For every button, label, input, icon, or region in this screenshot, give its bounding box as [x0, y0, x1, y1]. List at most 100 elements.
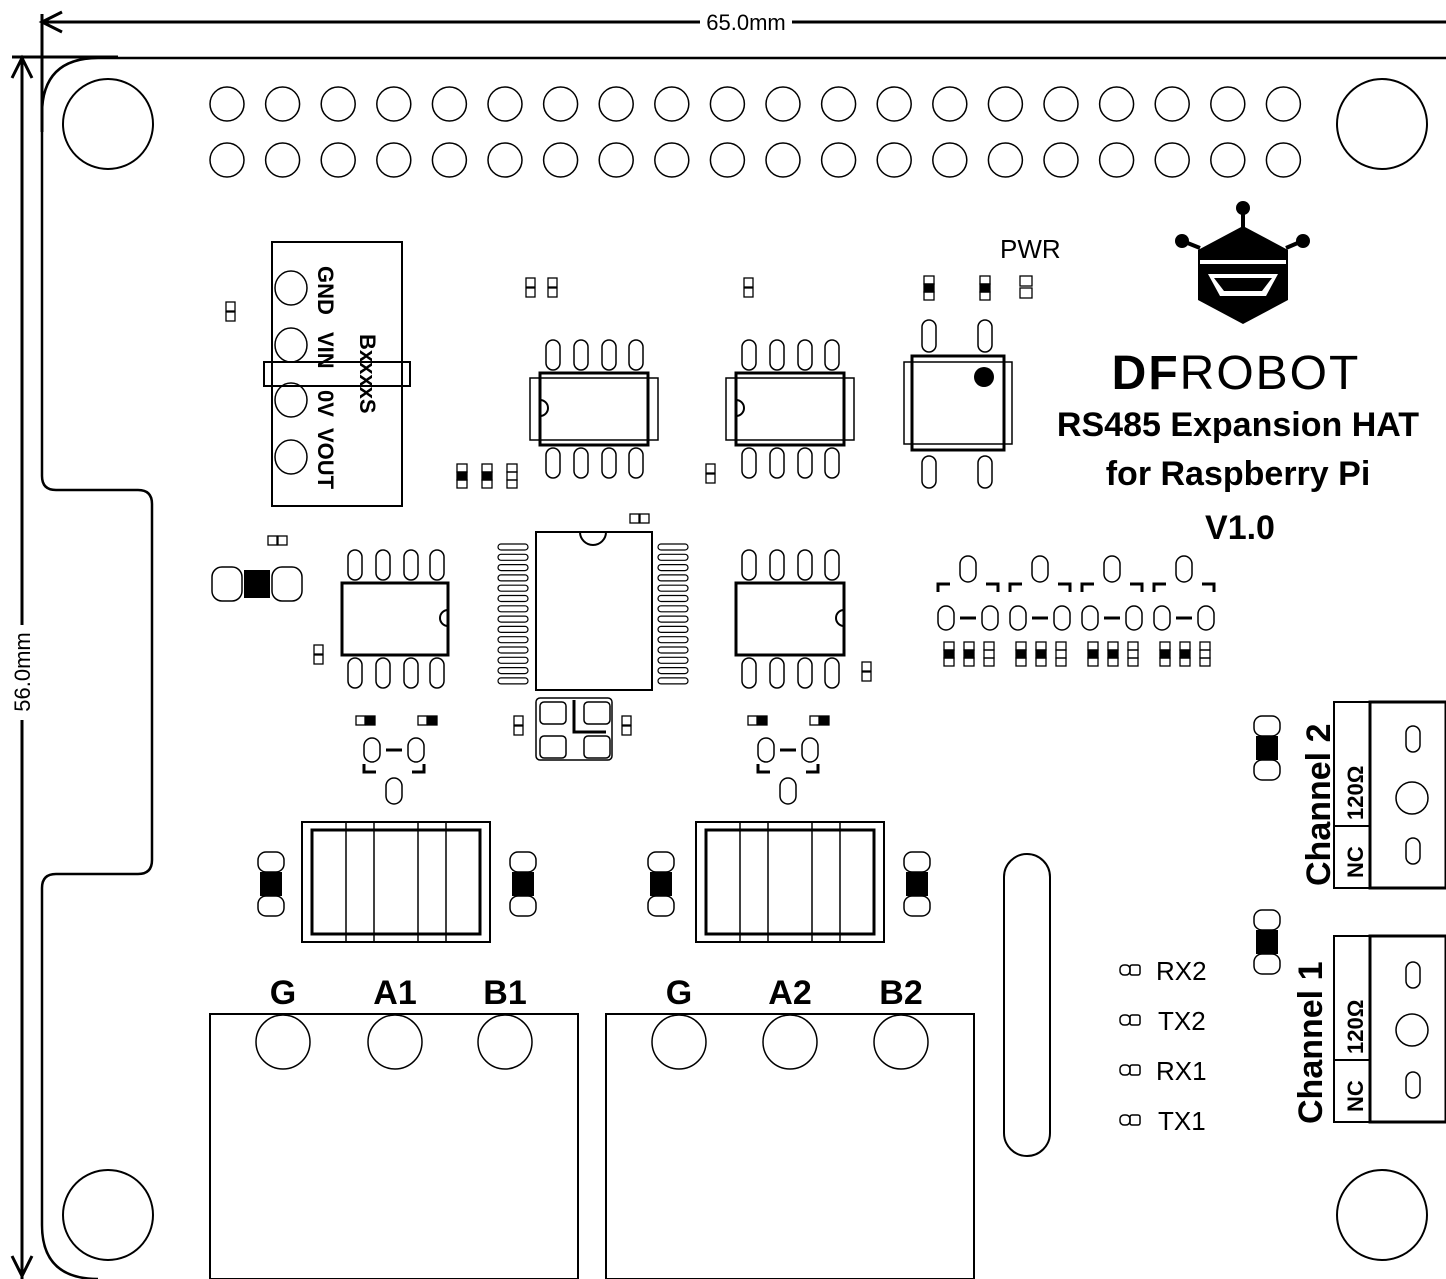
smd-body	[456, 471, 468, 481]
sot-pad	[937, 605, 955, 631]
mounting-holes	[62, 78, 1428, 1261]
tssop-pin	[497, 543, 529, 551]
terminal-2-label-g: G	[666, 974, 692, 1012]
sot-bracket	[1202, 582, 1216, 592]
sot-pad	[757, 737, 775, 763]
gpio-pin	[376, 142, 412, 178]
capacitor-pad	[903, 851, 931, 873]
sot-pad	[1081, 605, 1099, 631]
sot-pad	[385, 777, 403, 805]
sot-pad	[1197, 605, 1215, 631]
capacitor-body	[260, 872, 282, 896]
smd-body	[1035, 649, 1047, 659]
capacitor-pad	[1253, 759, 1281, 781]
product-title-line2: for Raspberry Pi	[1106, 455, 1371, 493]
gpio-pin	[376, 86, 412, 122]
gpio-pin	[765, 142, 801, 178]
gpio-pin	[431, 142, 468, 178]
gpio-pin	[932, 86, 968, 122]
gpio-pin	[598, 86, 634, 122]
sot-bracket	[986, 582, 1000, 592]
ic-soic-4	[734, 549, 846, 689]
smd-body	[506, 471, 518, 481]
smd-pad	[225, 301, 236, 312]
brand-logo-text: DFROBOT	[1112, 347, 1361, 400]
capacitor-body	[650, 872, 672, 896]
smd-pad	[861, 661, 872, 672]
smd-pad	[225, 311, 236, 322]
gpio-pin	[487, 142, 523, 178]
smd-body	[481, 471, 493, 481]
smd-pad	[313, 644, 324, 655]
brand-logo-light: ROBOT	[1180, 347, 1361, 400]
gpio-pin	[932, 142, 968, 178]
smd-pad	[979, 291, 991, 301]
gpio-pin	[820, 142, 857, 178]
sot-bracket	[1130, 582, 1144, 592]
power-pin-gnd: GND	[313, 266, 338, 315]
smd-body	[963, 649, 975, 659]
smd-body	[1087, 649, 1099, 659]
tssop-pin	[497, 625, 529, 634]
gpio-pin	[542, 86, 579, 122]
smd-pad	[629, 513, 640, 524]
height-dimension-label: 56.0mm	[10, 632, 35, 711]
smd-body	[1107, 649, 1119, 659]
smd-pad	[1107, 657, 1119, 667]
capacitor-body	[512, 872, 534, 896]
terminal-1-label-b1: B1	[483, 974, 526, 1012]
smd-body	[979, 283, 991, 293]
tssop-pin	[657, 646, 689, 654]
width-dimension: 65.0mm	[38, 10, 1446, 132]
sot-pad	[1153, 605, 1171, 631]
brand-logo-bold: DF	[1112, 347, 1180, 400]
led-label-tx1: TX1	[1158, 1106, 1206, 1136]
smd-body	[1199, 649, 1211, 659]
sot-pad	[981, 605, 999, 631]
smd-pad	[983, 657, 995, 667]
sot-pad	[779, 777, 797, 805]
sot-pad	[959, 555, 977, 583]
capacitor-pad	[647, 851, 675, 873]
tssop-pin	[497, 646, 529, 654]
terminal-2-label-a2: A2	[768, 974, 811, 1012]
gpio-pin	[431, 86, 468, 122]
ic-soic-3	[340, 549, 450, 689]
smd-pad	[1035, 641, 1047, 651]
smd-pad	[1055, 657, 1067, 667]
channel-2-120ohm: 120Ω	[1343, 766, 1368, 820]
common-mode-choke-2	[695, 821, 885, 943]
smd-pad	[861, 671, 872, 682]
capacitor-pad	[1253, 953, 1281, 975]
smd-pad	[1087, 657, 1099, 667]
channel-1-120ohm: 120Ω	[1343, 1000, 1368, 1054]
power-pin-0v: 0V	[313, 390, 338, 417]
crystal	[535, 697, 613, 761]
capacitor-body	[244, 570, 270, 598]
led-label-rx1: RX1	[1156, 1056, 1207, 1086]
sot-pad	[407, 737, 425, 763]
smd-body	[923, 283, 935, 293]
smd-pad	[1015, 641, 1027, 651]
board-slot	[1003, 853, 1051, 1157]
smd-pad	[481, 479, 493, 489]
smd-pad	[923, 291, 935, 301]
capacitor-body	[906, 872, 928, 896]
sot-bracket	[936, 582, 950, 592]
tssop-pin	[657, 563, 689, 572]
smd-pad	[525, 277, 536, 288]
gpio-pin	[876, 86, 912, 122]
capacitor-pad	[257, 895, 285, 917]
gpio-pin	[598, 142, 634, 178]
channel-1-nc: NC	[1343, 1080, 1368, 1112]
gpio-header	[209, 86, 1302, 178]
capacitor-pad	[1253, 715, 1281, 737]
smd-pad	[456, 479, 468, 489]
smd-pad	[809, 715, 820, 726]
sot-bracket	[412, 764, 426, 774]
smd-pad	[1035, 657, 1047, 667]
gpio-pin	[1098, 142, 1135, 178]
tssop-pin	[497, 574, 529, 582]
gpio-pin	[209, 86, 245, 122]
